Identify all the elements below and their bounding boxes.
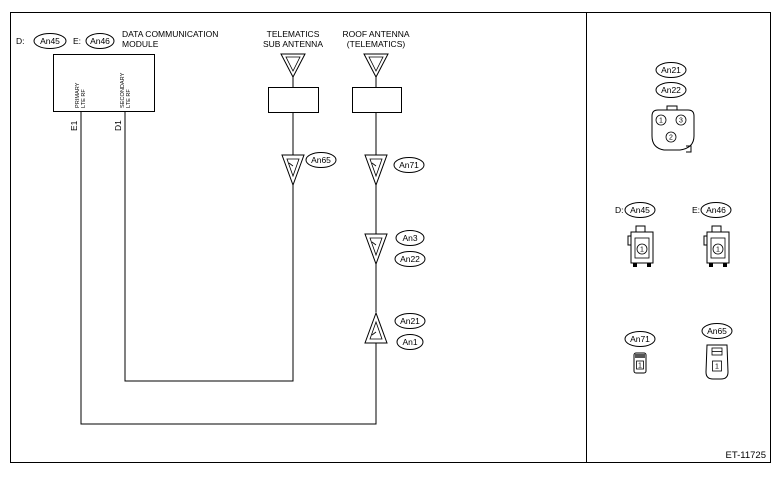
- connector-an3-label: An3: [402, 233, 417, 243]
- connector-an1-oval: [396, 334, 424, 350]
- pin-secondary-label: SECONDARY LTE RF: [120, 72, 132, 108]
- panel-top-pin-1: 1: [659, 118, 663, 125]
- module-connector-labels: D: An45 E: An46: [16, 33, 115, 49]
- module-box: [53, 54, 155, 112]
- panel-an22-label: An22: [661, 85, 681, 95]
- panel-an71-pin-1: 1: [638, 363, 642, 370]
- panel-an22-oval: [655, 82, 687, 98]
- wire-secondary: [124, 111, 294, 382]
- panel-an46-label: An46: [706, 205, 726, 215]
- panel-an21-label: An21: [661, 65, 681, 75]
- module-connector-e-oval: [85, 33, 115, 49]
- pin-primary-line2: LTE RF: [81, 89, 87, 108]
- connector-an21-label: An21: [400, 316, 420, 326]
- panel-an71-oval: [624, 331, 656, 347]
- pin-secondary-line1: SECONDARY: [120, 72, 126, 108]
- connector-an3-oval: [395, 230, 425, 246]
- module-title-line1: DATA COMMUNICATION: [122, 29, 218, 39]
- sub-antenna-label-line1: TELEMATICS: [267, 29, 320, 39]
- connector-an71-oval: [393, 157, 425, 173]
- panel-an45-oval: [624, 202, 656, 218]
- sub-antenna-box: [268, 87, 319, 113]
- connector-an65-label: An65: [311, 155, 331, 165]
- panel-an21-oval: [655, 62, 687, 78]
- reference-code: ET-11725: [726, 450, 767, 461]
- panel-an65-connector: [705, 344, 729, 380]
- pin-secondary-line2: LTE RF: [126, 89, 132, 108]
- panel-an65-pin-1: 1: [715, 364, 719, 371]
- sub-antenna-label-line2: SUB ANTENNA: [263, 39, 323, 49]
- module-connector-e: An46: [90, 36, 110, 46]
- module-connector-prefix-d: D:: [16, 36, 25, 46]
- connector-an22-label: An22: [400, 254, 420, 264]
- connector-an65-symbol: [281, 154, 305, 187]
- panel-top-pin-2: 2: [669, 135, 673, 142]
- panel-an45-connector: [627, 225, 654, 267]
- roof-antenna-label-line2: (TELEMATICS): [347, 39, 406, 49]
- module-title-line2: MODULE: [122, 39, 159, 49]
- panel-an21-an22-connector: [651, 105, 695, 153]
- connector-an21-an1-symbol: [364, 311, 388, 352]
- pin-primary-label: PRIMARY LTE RF: [75, 82, 87, 108]
- connector-an3-an22-symbol: [364, 233, 388, 266]
- terminal-e1: E1: [69, 120, 79, 131]
- roof-antenna-icon: [363, 53, 389, 87]
- panel-an71-connector: [633, 352, 647, 374]
- outer-frame: [10, 12, 771, 463]
- panel-an65-label: An65: [707, 326, 727, 336]
- wire-primary: [80, 111, 377, 425]
- module-connector-d-oval: [33, 33, 67, 49]
- connector-an21-oval: [394, 313, 426, 329]
- connector-an71-symbol: [364, 154, 388, 187]
- panel-an65-oval: [701, 323, 733, 339]
- sub-antenna-icon: [280, 53, 306, 87]
- module-connector-d: An45: [40, 36, 60, 46]
- panel-an45-label: An45: [630, 205, 650, 215]
- panel-d-prefix: D:: [615, 205, 624, 215]
- connector-an65-oval: [305, 152, 337, 168]
- connector-an71-label: An71: [399, 160, 419, 170]
- panel-an45-pin-1: 1: [640, 247, 644, 254]
- panel-e-prefix: E:: [692, 205, 700, 215]
- connector-an22-oval: [394, 251, 426, 267]
- roof-antenna-box: [352, 87, 402, 113]
- terminal-d1: D1: [113, 120, 123, 131]
- roof-antenna-label-line1: ROOF ANTENNA: [342, 29, 409, 39]
- module-connector-prefix-e: E:: [73, 36, 81, 46]
- panel-an46-connector: [703, 225, 730, 267]
- connector-an1-label: An1: [402, 337, 417, 347]
- pin-primary-line1: PRIMARY: [75, 82, 81, 108]
- panel-top-pin-3: 3: [679, 118, 683, 125]
- panel-an71-label: An71: [630, 334, 650, 344]
- panel-an46-pin-1: 1: [716, 247, 720, 254]
- panel-an46-oval: [700, 202, 732, 218]
